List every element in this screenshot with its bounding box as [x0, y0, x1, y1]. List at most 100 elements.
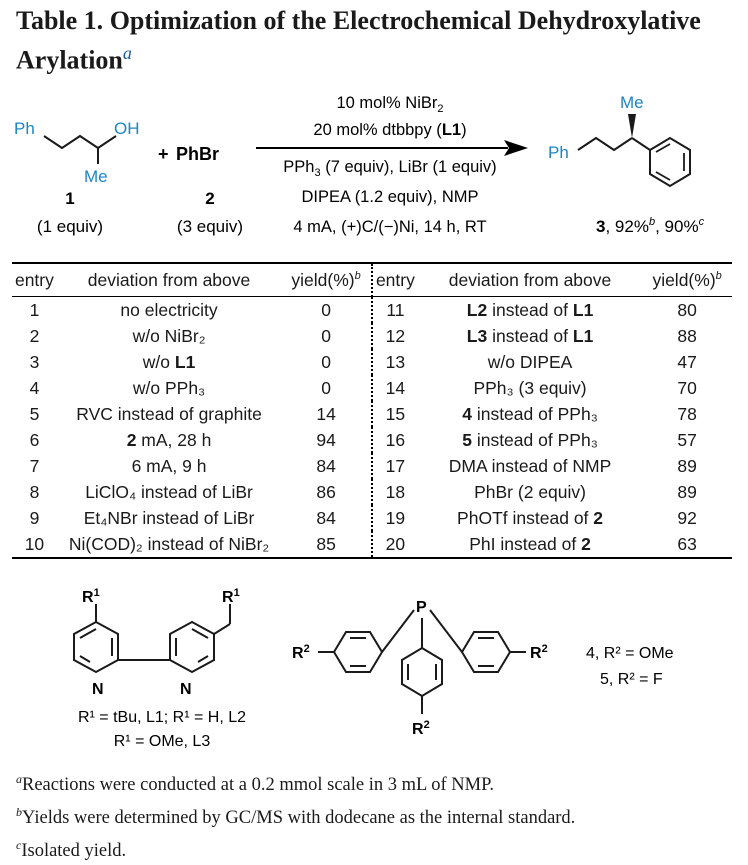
entry-cell: 20 — [370, 531, 418, 559]
header-entry: entry — [12, 262, 57, 297]
entry-cell: 5 — [29, 403, 40, 424]
entry-cell: 10 — [12, 531, 57, 559]
entry-cell: 4 — [29, 377, 40, 398]
yield-cell: 92 — [677, 507, 697, 528]
footnote-a: aReactions were conducted at a 0.2 mmol … — [16, 772, 494, 796]
reactant-1-structure: Ph OH Me 1 (1 equiv) — [14, 119, 140, 236]
table-footnotes: aReactions were conducted at a 0.2 mmol … — [16, 766, 734, 865]
deviation-cell: RVC instead of graphite — [76, 403, 262, 424]
deviation-cell: PPh₃ (3 equiv) — [473, 377, 587, 398]
product-number: 3 — [596, 217, 605, 236]
yield-cell: 47 — [677, 351, 697, 372]
reactant-2-formula: PhBr — [176, 144, 219, 164]
yield-cell: 80 — [677, 299, 697, 320]
reactant-1-number: 1 — [65, 189, 74, 208]
footnote-c: cIsolated yield. — [16, 838, 127, 862]
deviation-cell: Ni(COD)₂ instead of NiBr₂ — [56, 531, 282, 559]
entry-cell: 2 — [29, 325, 40, 346]
deviation-cell: PhOTf instead of 2 — [457, 507, 604, 528]
phosphine-r2-bottom: R2 — [412, 719, 430, 738]
optimization-table: entry deviation from above yield(%)b ent… — [12, 262, 732, 559]
header-deviation: deviation from above — [56, 262, 282, 297]
yield-cell: 89 — [677, 455, 697, 476]
reactant-2-number: 2 — [205, 189, 214, 208]
bipyridine-definition-1: R¹ = tBu, L1; R¹ = H, L2 — [78, 709, 246, 726]
reactant-2-equiv: (3 equiv) — [177, 217, 243, 236]
deviation-cell: 6 mA, 9 h — [131, 455, 207, 476]
reactant-1-me-label: Me — [84, 167, 108, 186]
entry-cell: 16 — [370, 427, 418, 453]
bipyridine-r1-right: R1 — [222, 588, 240, 606]
yield-cell: 63 — [642, 531, 732, 559]
reactant-1-oh-label: OH — [114, 119, 140, 138]
plus-sign: + — [158, 144, 169, 164]
bipyridine-ligand-structure — [73, 604, 231, 674]
entry-cell: 19 — [370, 505, 418, 531]
deviation-cell: LiClO₄ instead of LiBr — [85, 481, 253, 502]
entry-cell: 9 — [29, 507, 40, 528]
entry-cell: 8 — [29, 481, 40, 502]
bipyridine-n-left: N — [92, 681, 104, 698]
table-row: 9 Et₄NBr instead of LiBr 84 19 PhOTf instead… — [12, 505, 732, 531]
bipyridine-n-right: N — [180, 681, 192, 698]
bipyridine-definition-2: R¹ = OMe, L3 — [114, 733, 211, 750]
condition-ligand: 20 mol% dtbbpy (L1) — [313, 121, 466, 139]
deviation-cell: w/o NiBr₂ — [132, 325, 206, 346]
table-caption: Table 1. Optimization of the Electrochem… — [16, 4, 736, 77]
condition-catalyst: 10 mol% NiBr2 — [337, 94, 444, 115]
caption-footnote-marker: a — [122, 43, 132, 63]
deviation-cell: w/o PPh₃ — [132, 377, 206, 398]
header-yield-2: yield(%)b — [642, 262, 732, 297]
phosphine-definition-4: 4, R² = OMe — [586, 645, 674, 662]
entry-cell: 17 — [370, 453, 418, 479]
yield-cell: 14 — [316, 403, 336, 424]
ligand-structures: R1 R1 N N R¹ = tBu, L1; R¹ = H, L2 R¹ = … — [73, 588, 674, 750]
table-label: Table 1. — [16, 6, 104, 35]
deviation-cell: w/o L1 — [142, 351, 196, 372]
product-3-structure: Ph Me — [548, 93, 691, 188]
entry-cell: 15 — [370, 401, 418, 427]
yield-cell: 84 — [316, 455, 336, 476]
header-deviation-2: deviation from above — [417, 262, 643, 297]
yield-cell: 88 — [677, 325, 697, 346]
entry-cell: 7 — [29, 455, 40, 476]
condition-electrolysis: 4 mA, (+)C/(−)Ni, 14 h, RT — [293, 218, 486, 236]
yield-cell: 89 — [677, 481, 697, 502]
deviation-cell: 5 instead of PPh₃ — [462, 429, 598, 450]
reactant-1-equiv: (1 equiv) — [37, 217, 103, 236]
reactant-1-ph-label: Ph — [14, 119, 35, 138]
entry-cell: 3 — [29, 351, 40, 372]
product-ph-label: Ph — [548, 143, 569, 162]
product-yield: 3, 92%b, 90%c — [596, 216, 705, 236]
table-header-row: entry deviation from above yield(%)b ent… — [12, 262, 732, 297]
entry-cell: 1 — [29, 299, 40, 320]
yield-cell: 0 — [321, 325, 331, 346]
table-title: Optimization of the Electrochemical Dehy… — [16, 6, 701, 75]
yield-cell: 94 — [316, 429, 336, 450]
deviation-cell: w/o DIPEA — [487, 351, 573, 372]
footnote-b: bYields were determined by GC/MS with do… — [16, 805, 576, 829]
yield-cell: 70 — [677, 377, 697, 398]
entry-cell: 6 — [29, 429, 40, 450]
yield-cell: 84 — [316, 507, 336, 528]
entry-cell: 14 — [370, 375, 418, 401]
yield-cell: 0 — [321, 351, 331, 372]
deviation-cell: PhBr (2 equiv) — [474, 481, 586, 502]
bipyridine-r1-left: R1 — [82, 588, 100, 606]
condition-base-solvent: DIPEA (1.2 equiv), NMP — [302, 188, 479, 206]
entry-cell: 18 — [370, 479, 418, 505]
table-row: 4 w/o PPh₃ 0 14 PPh₃ (3 equiv) 70 — [12, 375, 732, 401]
deviation-cell: Et₄NBr instead of LiBr — [83, 507, 255, 528]
yield-cell: 0 — [321, 299, 331, 320]
yield-cell: 85 — [281, 531, 372, 559]
entry-cell: 11 — [370, 296, 418, 323]
entry-cell: 12 — [370, 323, 418, 349]
yield-cell: 0 — [321, 377, 331, 398]
